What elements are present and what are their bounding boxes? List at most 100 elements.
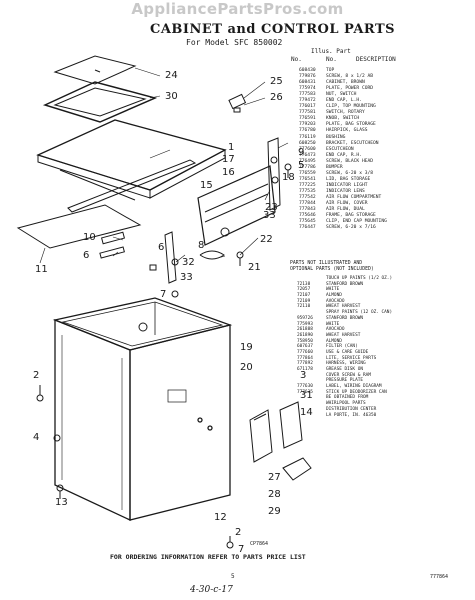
callout-24: 24 (165, 70, 178, 81)
part-description: USE & CARE GUIDE (326, 349, 369, 355)
part-number: 671178 (297, 367, 313, 372)
section-note-line: OPTIONAL PARTS (NOT INCLUDED) (290, 267, 374, 272)
part-number: 777660 (297, 349, 313, 355)
callout-18: 18 (282, 172, 295, 183)
part-description: PLATE, POWER CORD (326, 86, 374, 92)
optional-row: TOUCH UP PAINTS (1/2 OZ.) (288, 276, 473, 282)
callout-15: 15 (200, 180, 213, 191)
part-description: AIR FLOW COMPARTMENT (326, 194, 382, 200)
optional-row: PRESSURE PLATE (288, 378, 473, 384)
part-description: CLIP, END CAP MOUNTING (326, 219, 387, 225)
screw (284, 163, 292, 178)
part-number: 776780 (299, 128, 316, 134)
optional-row: 777660 USE & CARE GUIDE (288, 350, 473, 356)
form-code: 777864 (430, 574, 449, 580)
callout-6b: 6 (158, 242, 164, 253)
optional-row: 777892 HARNESS, WIRING (288, 361, 473, 367)
part-description: TOUCH UP PAINTS (1/2 OZ.) (326, 276, 393, 281)
part-description: AVOCADO (326, 327, 345, 333)
header-no: No. (291, 56, 302, 63)
parts-row: 776017 CLIP, TOP MOUNTING (288, 104, 473, 110)
callout-1: 1 (228, 142, 234, 153)
callout-12: 12 (214, 512, 227, 523)
frame (42, 81, 158, 123)
part-number: 777844 (299, 201, 316, 207)
part-description: CLIP, TOP MOUNTING (326, 104, 376, 110)
part-description: AIR FLOW, DUAL (326, 207, 365, 213)
callout-7b: 7 (238, 544, 244, 555)
part-number: 777535 (299, 188, 316, 194)
optional-row: SPRAY PAINTS (12 OZ. CAN) (288, 310, 473, 316)
part-description: SPRAY PAINTS (12 OZ. CAN) (326, 310, 393, 316)
callouts: 24 30 25 26 1 17 16 15 9 5 18 23 10 6 33… (33, 70, 313, 555)
part-number: 779876 (299, 74, 316, 80)
callout-6: 6 (83, 250, 89, 261)
part-description: WHIRLPOOL PARTS (326, 401, 366, 407)
part-description: PRESSURE PLATE (326, 378, 364, 384)
callout-33b: 33 (180, 272, 193, 283)
switch-box (249, 401, 303, 463)
part-number: 777892 (297, 361, 313, 367)
part-description: INDICATOR LENS (326, 188, 365, 194)
part-description: GREASE DISK ON (326, 367, 364, 372)
part-number: 776017 (299, 104, 316, 110)
part-number: 776119 (299, 134, 316, 140)
part-number: 261890 (297, 332, 313, 338)
part-description: ALMOND (326, 338, 342, 344)
part-number: 608250 (299, 140, 316, 146)
handwritten-note: 4-30-c-17 (190, 585, 233, 595)
part-description: HARNESS, WIRING (326, 361, 366, 367)
part-number: 775646 (299, 213, 316, 219)
part-description: LA PORTE, IN. 46350 (326, 412, 377, 418)
parts-row: 777844 AIR FLOW, COVER (288, 201, 473, 207)
callout-17: 17 (222, 154, 235, 165)
left-parts (36, 264, 234, 549)
leader-lines (39, 67, 289, 264)
bracket-bar (67, 159, 197, 213)
callout-23: 23 (265, 202, 278, 213)
callout-11: 11 (35, 264, 48, 275)
part-number: 777630 (297, 384, 313, 390)
callout-4: 4 (33, 432, 39, 443)
watermark: AppliancePartsPros.com (131, 0, 344, 18)
part-number: 72109 (297, 298, 311, 304)
part-description: WHITE (326, 287, 340, 293)
top-plate (53, 55, 137, 85)
callout-21: 21 (248, 262, 261, 273)
part-description: SCREW, 6-20 x 3/8 (326, 170, 374, 176)
callout-26: 26 (270, 92, 283, 103)
part-number: 775645 (299, 219, 316, 225)
part-description: NUT, SWITCH (326, 92, 357, 98)
bottom-parts (171, 250, 244, 298)
callout-30: 30 (165, 91, 178, 102)
header-part-no: No. (326, 56, 337, 63)
escutcheon (197, 165, 276, 246)
part-number: 777225 (299, 182, 316, 188)
part-description: FRAME, BAG STORAGE (326, 213, 376, 219)
part-description: KNOB, SWITCH (326, 116, 360, 122)
header-description: DESCRIPTION (356, 56, 396, 63)
footer-note: FOR ORDERING INFORMATION REFER TO PARTS … (110, 553, 306, 561)
part-description: BE OBTAINED FROM (326, 395, 369, 401)
part-description: AIR FLOW, COVER (326, 201, 368, 207)
header-illus: Illus. Part (311, 48, 351, 55)
part-number: 776495 (299, 158, 316, 164)
callout-19: 19 (240, 342, 253, 353)
part-description: LITE, SERVICE PARTS (326, 355, 377, 361)
part-number: 776447 (299, 225, 316, 231)
